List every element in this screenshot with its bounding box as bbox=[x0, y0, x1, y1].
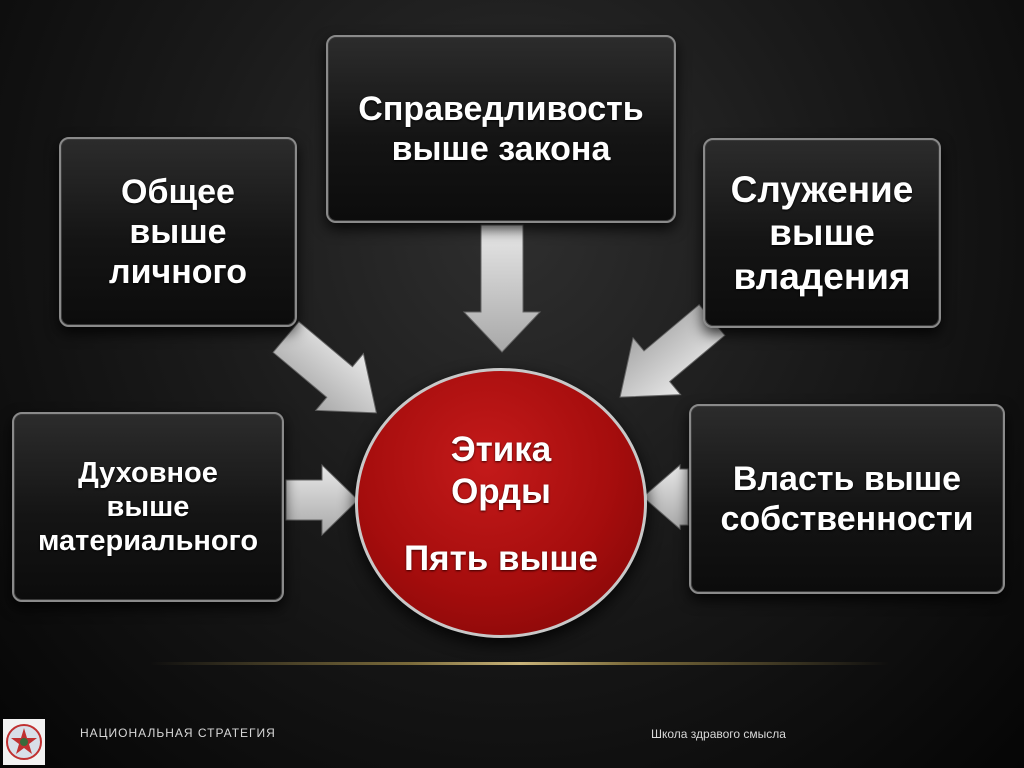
box-service-line-3: владения bbox=[733, 255, 911, 297]
center-line-2: Орды bbox=[451, 472, 551, 511]
box-service: Служение выше владения bbox=[703, 138, 941, 328]
box-common-line-1: Общее bbox=[121, 172, 235, 211]
box-justice-line-1: Справедливость bbox=[358, 90, 644, 128]
arrow-top-right bbox=[619, 303, 726, 398]
box-common: Общее выше личного bbox=[59, 137, 297, 327]
arrow-top-left bbox=[272, 320, 378, 414]
box-spiritual-line-1: Духовное bbox=[78, 456, 218, 489]
box-power-line-1: Власть выше bbox=[732, 459, 962, 498]
box-justice-line-2: выше закона bbox=[391, 130, 611, 169]
center-title: Этика Орды bbox=[358, 429, 644, 513]
emblem-icon bbox=[3, 719, 45, 765]
center-circle: Этика Орды Пять выше bbox=[355, 368, 647, 638]
center-subtitle: Пять выше bbox=[403, 539, 598, 578]
box-service-line-1: Служение bbox=[730, 168, 914, 210]
box-spiritual-line-2: выше bbox=[106, 490, 190, 523]
box-power-line-2: собственности bbox=[720, 500, 974, 538]
box-common-line-3: личного bbox=[108, 253, 248, 292]
footer-right-text: Школа здравого смысла bbox=[651, 727, 786, 741]
box-common-line-2: выше bbox=[129, 212, 227, 251]
footer-left-text: НАЦИОНАЛЬНАЯ СТРАТЕГИЯ bbox=[80, 726, 276, 740]
box-spiritual: Духовное выше материального bbox=[12, 412, 284, 602]
box-justice: Справедливость выше закона bbox=[326, 35, 676, 223]
center-line-1: Этика bbox=[450, 430, 552, 469]
divider-line bbox=[150, 662, 890, 665]
arrow-mid-left bbox=[285, 463, 359, 537]
box-spiritual-line-3: материального bbox=[37, 525, 259, 558]
arrow-top bbox=[462, 224, 542, 353]
arrow-mid-right bbox=[642, 463, 689, 531]
box-service-line-2: выше bbox=[769, 212, 875, 254]
box-power: Власть выше собственности bbox=[689, 404, 1005, 594]
